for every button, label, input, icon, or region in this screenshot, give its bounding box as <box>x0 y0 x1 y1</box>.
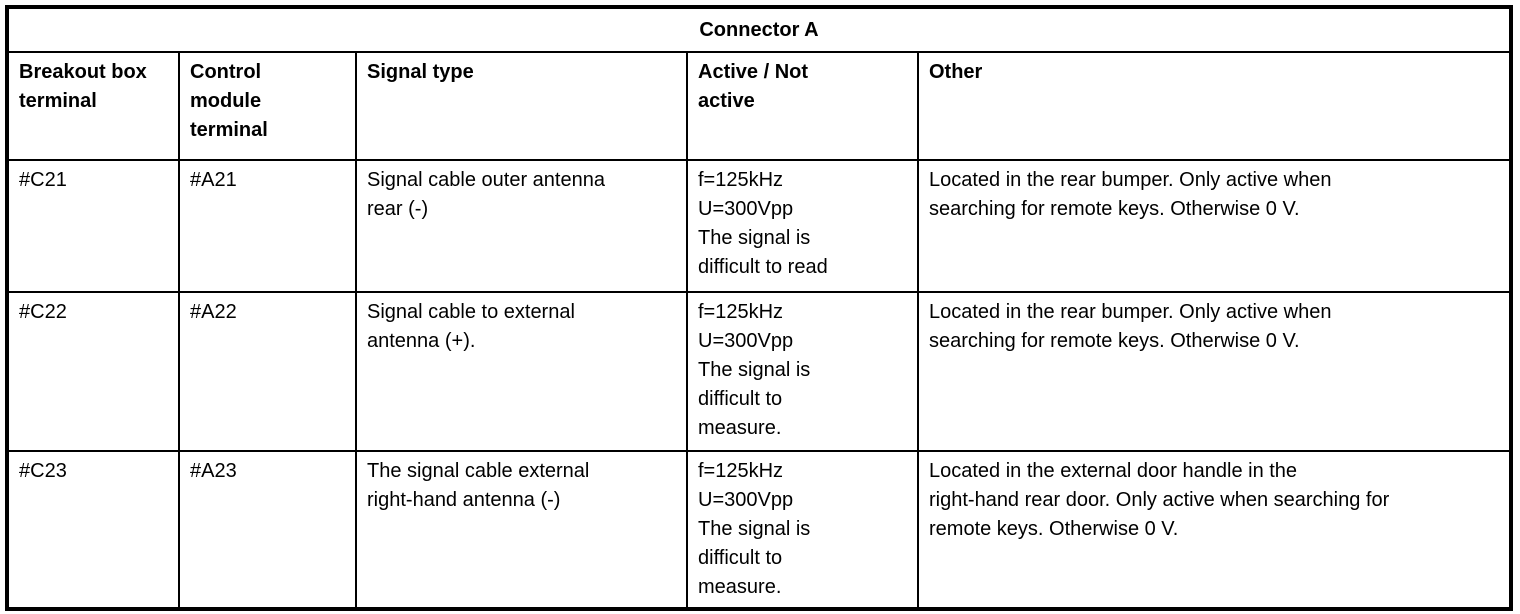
cell-control-terminal: #A21 <box>178 159 357 293</box>
cell-signal-type: The signal cable external right-hand ant… <box>355 450 688 610</box>
table-title: Connector A <box>6 6 1512 53</box>
document-page: Connector A Breakout box terminal Contro… <box>5 5 1513 611</box>
cell-breakout-terminal: #C22 <box>6 291 180 452</box>
col-header-breakout-box-terminal: Breakout box terminal <box>6 51 180 161</box>
cell-other: Located in the rear bumper. Only active … <box>917 291 1512 452</box>
col-header-active-not-active: Active / Not active <box>686 51 919 161</box>
table-title-row: Connector A <box>6 6 1512 53</box>
cell-other: Located in the rear bumper. Only active … <box>917 159 1512 293</box>
cell-breakout-terminal: #C21 <box>6 159 180 293</box>
cell-control-terminal: #A23 <box>178 450 357 610</box>
col-header-other: Other <box>917 51 1512 161</box>
cell-active-not-active: f=125kHz U=300Vpp The signal is difficul… <box>686 159 919 293</box>
cell-breakout-terminal: #C23 <box>6 450 180 610</box>
col-header-signal-type: Signal type <box>355 51 688 161</box>
cell-active-not-active: f=125kHz U=300Vpp The signal is difficul… <box>686 291 919 452</box>
table-row: #C23 #A23 The signal cable external righ… <box>6 450 1512 610</box>
connector-a-table: Connector A Breakout box terminal Contro… <box>5 5 1513 611</box>
table-row: #C21 #A21 Signal cable outer antenna rea… <box>6 159 1512 293</box>
cell-signal-type: Signal cable to external antenna (+). <box>355 291 688 452</box>
cell-active-not-active: f=125kHz U=300Vpp The signal is difficul… <box>686 450 919 610</box>
col-header-control-module-terminal: Control module terminal <box>178 51 357 161</box>
cell-signal-type: Signal cable outer antenna rear (-) <box>355 159 688 293</box>
cell-control-terminal: #A22 <box>178 291 357 452</box>
table-header-row: Breakout box terminal Control module ter… <box>6 51 1512 161</box>
cell-other: Located in the external door handle in t… <box>917 450 1512 610</box>
table-row: #C22 #A22 Signal cable to external anten… <box>6 291 1512 452</box>
